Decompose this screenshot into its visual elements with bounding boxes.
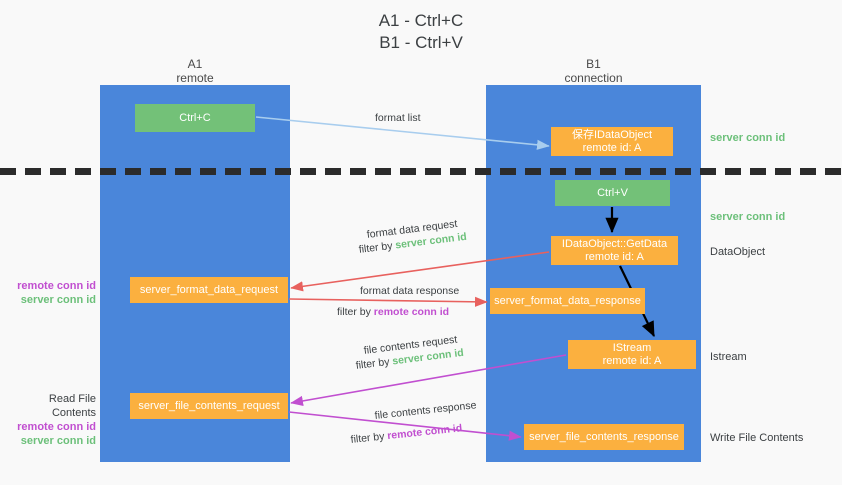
- box-fmtresp-label: server_format_data_response: [494, 294, 641, 307]
- label-format-list: format list: [375, 112, 421, 124]
- label-file-contents-response: file contents response: [374, 399, 477, 422]
- right-note-istream: Istream: [710, 351, 747, 363]
- box-idataobject[interactable]: 保存IDataObject remote id: A: [551, 127, 673, 156]
- box-getdata-line2: remote id: A: [585, 250, 644, 263]
- box-ctrl-v-label: Ctrl+V: [597, 186, 628, 199]
- box-ctrl-c[interactable]: Ctrl+C: [135, 104, 255, 132]
- box-fmtreq-label: server_format_data_request: [139, 283, 279, 296]
- label-file-contents-response-filter: filter by remote conn id: [350, 421, 463, 447]
- box-istream-line2: remote id: A: [602, 354, 662, 367]
- column-header-b1: B1 connection: [486, 57, 701, 85]
- page-title: A1 - Ctrl+C B1 - Ctrl+V: [0, 10, 842, 54]
- box-server-file-contents-response[interactable]: server_file_contents_response: [524, 424, 684, 450]
- left-note-remote-conn-id: remote conn id: [17, 421, 96, 433]
- box-ctrl-v[interactable]: Ctrl+V: [555, 180, 670, 206]
- filter-prefix: filter by: [358, 239, 397, 256]
- left-note-remote-conn-id: remote conn id: [17, 280, 96, 292]
- filter-value-remote-conn-id: remote conn id: [373, 306, 450, 318]
- box-server-format-data-response[interactable]: server_format_data_response: [490, 288, 645, 314]
- box-filereq-label: server_file_contents_request: [138, 399, 280, 412]
- column-a1-name: A1: [187, 57, 203, 71]
- filter-prefix: filter by: [350, 430, 388, 446]
- box-fileresp-label: server_file_contents_response: [529, 430, 679, 443]
- phase-divider: [0, 168, 842, 175]
- left-note-format: remote conn id server conn id: [10, 279, 96, 307]
- filter-value-remote-conn-id: remote conn id: [386, 422, 463, 443]
- right-note-server-conn-id-mid: server conn id: [710, 211, 786, 223]
- column-b1-role: connection: [564, 71, 623, 85]
- box-server-file-contents-request[interactable]: server_file_contents_request: [130, 393, 288, 419]
- box-idataobject-getdata[interactable]: IDataObject::GetData remote id: A: [551, 236, 678, 265]
- left-note-read-file-contents: Read File Contents: [48, 393, 96, 419]
- right-note-server-conn-id-top: server conn id: [710, 132, 786, 144]
- title-line-1: A1 - Ctrl+C: [378, 11, 464, 30]
- box-getdata-line1: IDataObject::GetData: [561, 237, 668, 250]
- right-note-write-file-contents: Write File Contents: [710, 432, 804, 444]
- filter-prefix: filter by: [355, 355, 394, 372]
- box-server-format-data-request[interactable]: server_format_data_request: [130, 277, 288, 303]
- label-format-data-response: format data response: [360, 285, 460, 297]
- box-idataobject-line2: remote id: A: [582, 141, 642, 154]
- filter-prefix: filter by: [337, 306, 374, 318]
- column-header-a1: A1 remote: [100, 57, 290, 85]
- left-note-file: Read File Contents remote conn id server…: [8, 392, 96, 448]
- left-note-server-conn-id: server conn id: [20, 294, 96, 306]
- box-idataobject-line1: 保存IDataObject: [571, 128, 653, 141]
- left-note-server-conn-id: server conn id: [20, 435, 96, 447]
- box-istream-line1: IStream: [612, 341, 652, 354]
- title-line-2: B1 - Ctrl+V: [379, 33, 463, 52]
- right-note-dataobject: DataObject: [710, 246, 766, 258]
- box-ctrl-c-label: Ctrl+C: [179, 111, 211, 124]
- column-a1-role: remote: [176, 71, 214, 85]
- label-format-data-response-filter: filter by remote conn id: [337, 305, 449, 319]
- column-b1-name: B1: [586, 57, 601, 71]
- box-istream[interactable]: IStream remote id: A: [568, 340, 696, 369]
